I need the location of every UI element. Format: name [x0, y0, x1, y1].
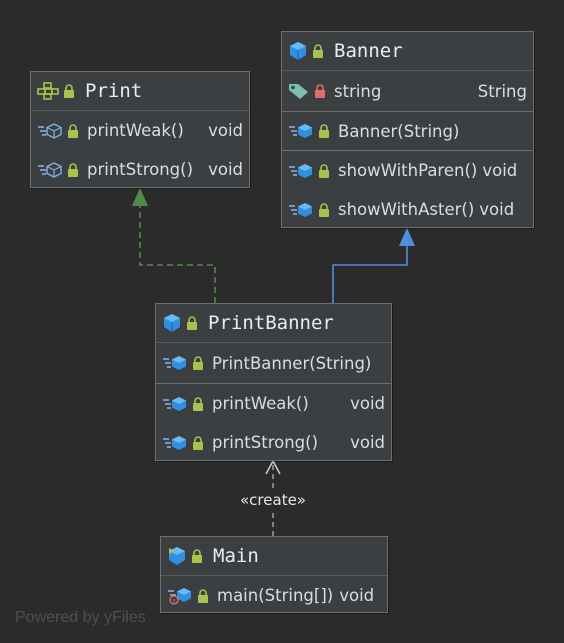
edge-implements-arrowhead — [132, 188, 148, 206]
field-name: string — [334, 81, 382, 101]
public-lock-icon — [197, 588, 209, 603]
method-name: showWithAster() — [338, 200, 475, 219]
class-banner-fields: string String — [282, 71, 533, 112]
method-icon — [162, 396, 188, 412]
class-icon — [288, 41, 308, 61]
method-row[interactable]: showWithParen() void — [282, 151, 533, 190]
method-return-type: void — [350, 394, 385, 413]
class-printbanner-methods: printWeak() void printStrong() void — [156, 384, 391, 462]
field-row[interactable]: string String — [282, 71, 533, 111]
edge-printbanner-extends-banner — [332, 246, 408, 303]
class-print[interactable]: Print printWeak() void — [30, 71, 250, 188]
class-icon — [162, 313, 182, 333]
static-method-icon: s — [167, 587, 193, 605]
method-name: main(String[]) — [217, 586, 334, 605]
method-row[interactable]: printWeak() void — [156, 384, 391, 423]
class-banner-name: Banner — [334, 40, 403, 62]
public-lock-icon — [67, 123, 79, 138]
method-name: showWithParen() — [338, 161, 478, 180]
method-return-type: void — [350, 433, 385, 452]
method-return-type: void — [208, 160, 243, 179]
public-lock-icon — [186, 316, 198, 330]
method-return-type: void — [339, 586, 375, 605]
constructor-name: Banner(String) — [338, 121, 460, 141]
abstract-method-icon — [37, 122, 63, 139]
field-type: String — [477, 81, 527, 101]
method-row[interactable]: s main(String[]) void — [161, 576, 387, 615]
public-lock-icon — [318, 124, 330, 138]
method-icon — [288, 202, 314, 218]
constructor-row[interactable]: Banner(String) — [282, 112, 533, 150]
method-name: printWeak() — [87, 121, 184, 140]
yfiles-watermark: Powered by yFiles — [15, 609, 146, 626]
method-row[interactable]: showWithAster() void — [282, 190, 533, 229]
class-print-name: Print — [85, 80, 143, 102]
public-lock-icon — [318, 202, 330, 217]
public-lock-icon — [192, 435, 204, 450]
abstract-method-icon — [37, 161, 63, 178]
method-row[interactable]: printWeak() void — [31, 111, 249, 150]
class-banner[interactable]: Banner string String — [281, 31, 534, 228]
method-icon — [162, 355, 188, 371]
class-printbanner-constructors: PrintBanner(String) — [156, 343, 391, 384]
create-stereotype-label: «create» — [240, 491, 306, 509]
edge-extends-arrowhead — [399, 228, 415, 246]
svg-text:s: s — [172, 597, 175, 604]
class-print-header[interactable]: Print — [31, 72, 249, 111]
public-lock-icon — [318, 163, 330, 178]
method-icon — [288, 123, 314, 139]
class-print-methods: printWeak() void printStrong() void — [31, 111, 249, 189]
method-return-type: void — [479, 200, 515, 219]
public-lock-icon — [63, 84, 75, 98]
constructor-name: PrintBanner(String) — [212, 353, 372, 373]
class-printbanner-name: PrintBanner — [208, 312, 334, 334]
public-lock-icon — [192, 356, 204, 370]
edge-printbanner-implements-print — [139, 206, 216, 303]
method-icon — [162, 435, 188, 451]
class-printbanner-header[interactable]: PrintBanner — [156, 304, 391, 343]
public-lock-icon — [191, 549, 203, 563]
method-name: printStrong() — [212, 433, 319, 452]
class-banner-header[interactable]: Banner — [282, 32, 533, 71]
class-main-methods: s main(String[]) void — [161, 576, 387, 615]
interface-icon — [37, 82, 59, 100]
method-name: printWeak() — [212, 394, 309, 413]
field-tag-icon — [288, 82, 310, 100]
method-row[interactable]: printStrong() void — [156, 423, 391, 462]
method-row[interactable]: printStrong() void — [31, 150, 249, 189]
method-return-type: void — [482, 161, 518, 180]
class-banner-constructors: Banner(String) — [282, 112, 533, 151]
method-name: printStrong() — [87, 160, 194, 179]
main-class-icon — [167, 546, 187, 566]
constructor-row[interactable]: PrintBanner(String) — [156, 343, 391, 383]
edge-dependency-arrowhead — [265, 459, 281, 475]
class-banner-methods: showWithParen() void showWithAster() voi… — [282, 151, 533, 229]
class-main-header[interactable]: Main — [161, 537, 387, 576]
class-main-name: Main — [213, 545, 259, 567]
method-icon — [288, 163, 314, 179]
class-main[interactable]: Main s main(String[]) void — [160, 536, 388, 613]
public-lock-icon — [312, 44, 324, 58]
method-return-type: void — [208, 121, 243, 140]
public-lock-icon — [67, 162, 79, 177]
public-lock-icon — [192, 396, 204, 411]
class-printbanner[interactable]: PrintBanner PrintBanner(String) — [155, 303, 392, 461]
private-lock-icon — [314, 84, 326, 98]
